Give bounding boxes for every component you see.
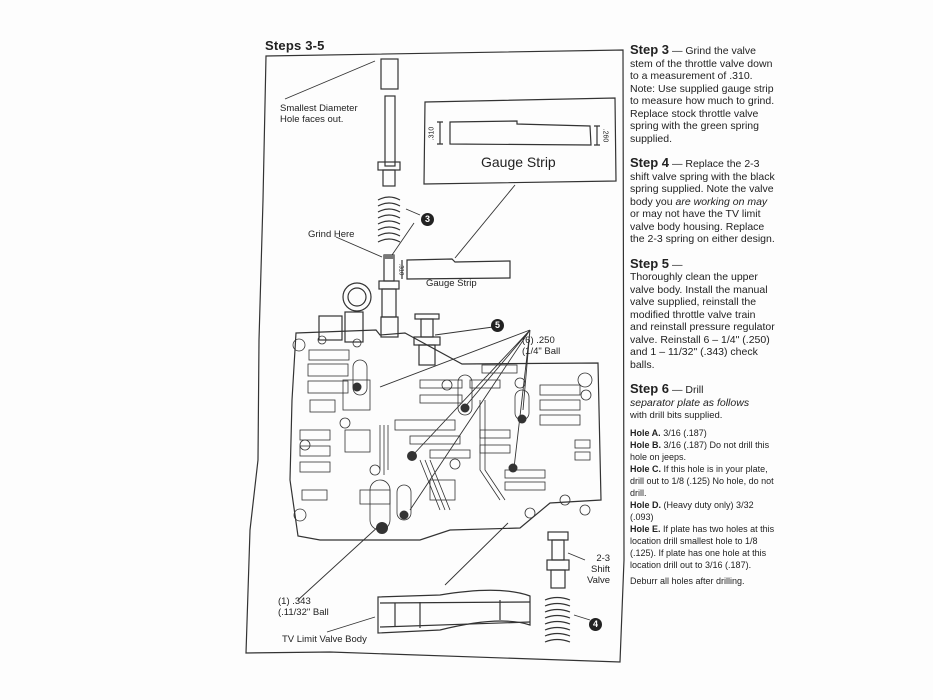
hole-a: Hole A. 3/16 (.187) (630, 427, 707, 438)
check-ball (399, 510, 409, 520)
tv-limit-label: TV Limit Valve Body (282, 634, 367, 645)
gauge-strip (406, 258, 511, 280)
step-5-body: Thoroughly clean the upper valve body. I… (630, 271, 775, 371)
hole-d: Hole D. (Heavy duty only) 3/32 (.093) (630, 499, 754, 522)
step-6-drill: Drill (685, 384, 704, 396)
valve-plug (380, 58, 399, 90)
shift-valve-label-2: Shift (591, 564, 611, 575)
small-310-label: .310 (397, 263, 404, 276)
step-6: Step 6 — Drill separator plate as follow… (630, 381, 750, 421)
callout-3-icon: 3 (421, 213, 434, 226)
step-5-heading: Step 5 (630, 255, 670, 271)
step-3-body: Grind the valve stem of the throttle val… (630, 45, 775, 145)
ball-343-label: (1) .343 (.11/32" Ball (278, 596, 329, 618)
hole-b: Hole B. 3/16 (.187) Do not drill this ho… (630, 439, 770, 462)
grind-mark (384, 255, 394, 259)
slot-5 (396, 484, 412, 521)
deburr-note: Deburr all holes after drilling. (630, 575, 745, 586)
throttle-spring (377, 196, 401, 243)
shift-valve-label: 2-3 Shift Valve (587, 553, 610, 586)
valve-stem (384, 95, 396, 167)
hole-c: Hole C. If this hole is in your plate, d… (630, 463, 774, 498)
smallest-hole-label: Smallest Diameter Hole faces out. (280, 103, 358, 125)
holes-list: Hole A. 3/16 (.187) Hole B. 3/16 (.187) … (630, 427, 775, 571)
ball-343-count: (1) .343 (278, 596, 311, 607)
shift-valve-label-3: Valve (587, 575, 611, 586)
gauge-260-label: .260 (601, 128, 609, 143)
step-6-body-b: with drill bits supplied. (630, 410, 723, 421)
balls-250-count: (6) .250 (522, 335, 555, 346)
gauge-strip-box (423, 97, 617, 185)
step-4-body-italic: are working on may (675, 195, 768, 208)
step-3: Step 3 — Grind the valve stem of the thr… (630, 42, 775, 145)
step-6-heading: Step 6 (630, 381, 670, 396)
callout-4-icon: 4 (589, 618, 602, 631)
check-ball (517, 414, 527, 424)
check-ball (508, 463, 518, 473)
step-4-heading: Step 4 (630, 155, 670, 170)
gauge-box-title: Gauge Strip (481, 154, 556, 170)
ball-343-size: (.11/32" Ball (278, 607, 329, 618)
gauge-strip-label: Gauge Strip (426, 278, 477, 289)
instructions: Step 3 — Grind the valve stem of the thr… (630, 42, 775, 587)
balls-250-size: (1/4" Ball (522, 346, 561, 357)
callout-5-icon: 5 (491, 319, 504, 332)
hole-e: Hole E. If plate has two holes at this l… (630, 523, 775, 570)
balls-250-label: (6) .250 (1/4" Ball (522, 335, 560, 357)
slot-2 (457, 374, 473, 416)
tv-limit-valve-body (377, 589, 531, 634)
diagram-frame (245, 49, 625, 663)
step-3-heading: Step 3 (630, 42, 670, 57)
valve-body-plate (289, 329, 602, 541)
check-ball (460, 403, 470, 413)
step-6-body-italic: separator plate as follows (630, 396, 750, 409)
gauge-310-label: .310 (428, 126, 436, 141)
shift-valve-label-1: 2-3 (596, 553, 611, 564)
page-title: Steps 3-5 (265, 38, 325, 53)
shift-spring (544, 596, 571, 643)
check-ball-343 (376, 522, 388, 534)
check-ball (352, 382, 362, 392)
check-ball (407, 451, 417, 461)
step-4-body-b: or may not have the TV limit valve body … (630, 208, 775, 245)
check-balls (352, 382, 527, 534)
step-4: Step 4 — Replace the 2-3 shift valve spr… (630, 155, 775, 245)
step-5: Step 5 — Thoroughly clean the upper valv… (630, 255, 775, 371)
step-4-body-a: Replace the 2-3 shift valve spring with … (630, 158, 775, 208)
slot-1 (352, 359, 368, 396)
grind-here-label: Grind Here (308, 229, 355, 240)
